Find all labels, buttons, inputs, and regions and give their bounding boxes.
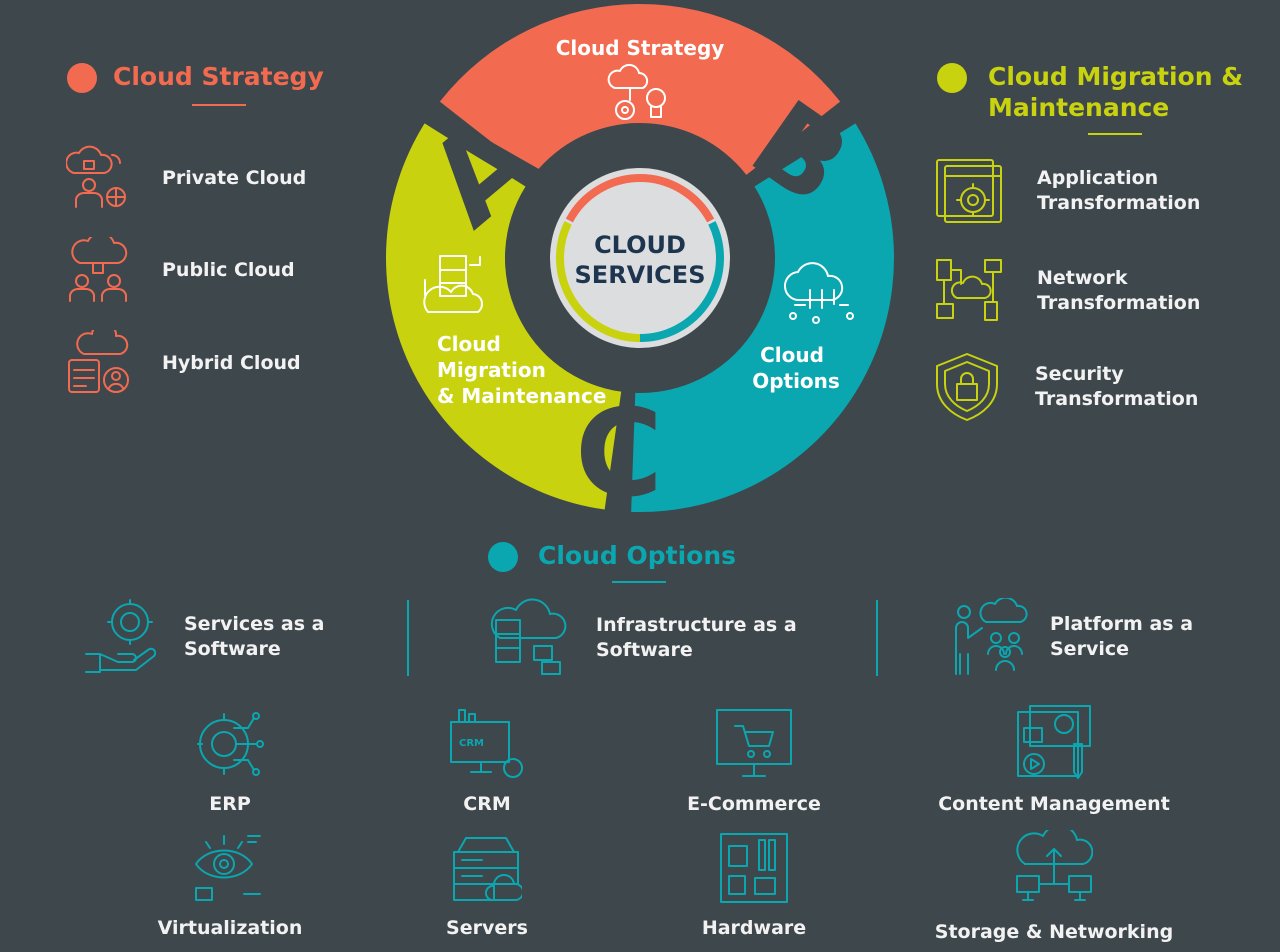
circuit-board-icon [720, 833, 788, 903]
strategy-item-hybrid-cloud: Hybrid Cloud [66, 330, 301, 396]
center-circle [550, 168, 730, 348]
options-dot [488, 542, 518, 572]
hybrid-cloud-icon [68, 330, 129, 393]
presenter-icon [955, 598, 1028, 675]
tile-crm: CRM CRM [367, 706, 607, 817]
segment-strategy [439, 4, 841, 175]
eye-icon [195, 835, 261, 901]
cart-monitor-icon [716, 709, 792, 777]
cloud-idea-icon [607, 63, 666, 120]
tile-label: Content Management [938, 793, 1170, 815]
options-title: Cloud Options [538, 541, 737, 570]
shield-lock-icon [936, 353, 998, 421]
server-icon [453, 837, 525, 901]
tile-label: E-Commerce [687, 793, 821, 815]
gear-hand-icon [85, 599, 156, 673]
svg-text:CRM: CRM [459, 738, 484, 749]
strategy-item-label: Public Cloud [162, 258, 295, 281]
tile-hardware: Hardware [634, 832, 874, 941]
strategy-underline [192, 104, 246, 106]
segment-label-strategy: Cloud Strategy [556, 36, 725, 60]
strategy-dot [67, 63, 97, 93]
network-icon [936, 259, 1002, 321]
center-title-line1: CLOUD [594, 231, 686, 259]
divider [407, 600, 409, 676]
letter-c: C [575, 385, 663, 520]
migration-title: Cloud Migration &Maintenance [988, 62, 1244, 122]
migration-dot [937, 63, 967, 93]
crm-monitor-icon: CRM [450, 709, 523, 778]
tile-label: Servers [446, 917, 528, 939]
inner-ring-arc [556, 221, 641, 342]
center-title-line2: SERVICES [575, 261, 706, 289]
strategy-item-public-cloud: Public Cloud [66, 237, 295, 303]
strategy-item-private-cloud: Private Cloud [66, 145, 306, 211]
cloud-database-icon [490, 598, 567, 675]
strategy-item-label: Hybrid Cloud [162, 351, 301, 374]
options-underline [612, 581, 666, 583]
tile-erp: ERP [110, 708, 350, 817]
tile-label: CRM [463, 793, 511, 815]
tile-storage-networking: Storage & Networking [934, 824, 1174, 945]
inner-ring-arc [565, 174, 715, 223]
tile-servers: Servers [367, 834, 607, 941]
tile-label: Hardware [701, 917, 807, 939]
tile-label: ERP [209, 793, 251, 815]
application-gear-icon [936, 159, 1002, 223]
cloud-network-icon [783, 262, 854, 324]
tile-label: Virtualization [157, 917, 303, 939]
content-icon [1017, 705, 1091, 779]
segment-migration [385, 123, 622, 510]
inner-ring-arc [639, 221, 724, 342]
tile-ecommerce: E-Commerce [634, 708, 874, 817]
divider [876, 600, 878, 676]
public-cloud-icon [69, 237, 128, 302]
tile-virtualization: Virtualization [110, 832, 350, 941]
strategy-item-label: Private Cloud [162, 166, 307, 189]
migration-underline [1088, 133, 1142, 135]
tile-label: Storage & Networking [934, 921, 1174, 943]
erp-gear-icon [197, 712, 264, 776]
private-cloud-icon [66, 145, 126, 208]
segment-options [631, 123, 894, 512]
tile-content-management: Content Management [934, 704, 1174, 817]
cloud-storage-icon [1016, 824, 1094, 901]
strategy-title: Cloud Strategy [113, 62, 324, 91]
cloud-server-icon [423, 255, 484, 313]
